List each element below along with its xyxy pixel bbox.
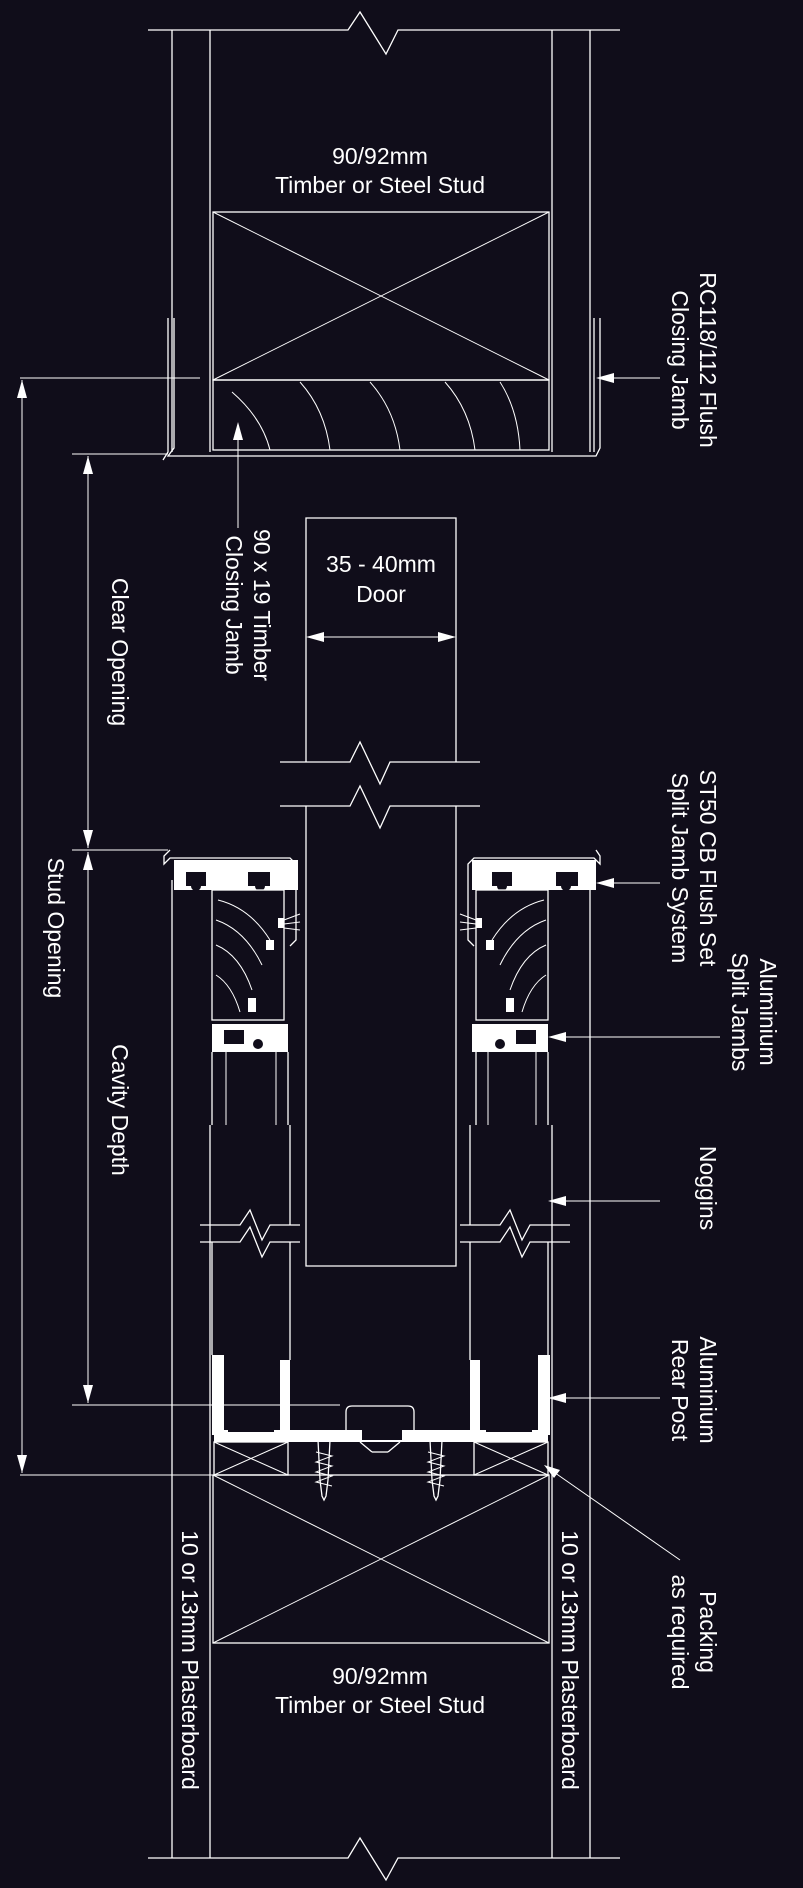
noggin-break-lines xyxy=(200,1208,570,1259)
stud-opening-label: Stud Opening xyxy=(43,858,69,999)
cavity-depth-label: Cavity Depth xyxy=(107,1044,133,1176)
split-jamb-system-label-1: ST50 CB Flush Set xyxy=(695,770,721,967)
right-split-jamb-head xyxy=(459,849,601,1125)
noggins-label: Noggins xyxy=(695,1146,721,1230)
aluminium-split-jambs-label-1: Aluminium xyxy=(755,958,781,1065)
closing-jamb-label-1: RC118/112 Flush xyxy=(695,272,721,448)
timber-closing-jamb xyxy=(212,379,550,451)
bottom-stud-box xyxy=(212,1474,550,1644)
top-wall-lines xyxy=(171,30,591,452)
door-leaf-upper xyxy=(305,517,457,762)
bottom-break-line xyxy=(148,1836,620,1882)
door-leaf-lower xyxy=(305,806,457,1267)
flush-closing-jamb-channel xyxy=(162,318,601,461)
packing-blocks xyxy=(213,1441,549,1476)
aluminium-split-jambs-leader xyxy=(548,1032,720,1042)
screws xyxy=(314,1439,446,1502)
cavity-depth-dimension xyxy=(72,852,340,1406)
top-stud-label-1: 90/92mm xyxy=(332,143,428,169)
door-thickness-label-2: Door xyxy=(356,581,406,607)
bottom-stud-label-1: 90/92mm xyxy=(332,1663,428,1689)
split-jamb-system-label-2: Split Jamb System xyxy=(667,773,693,963)
rear-post-label-2: Rear Post xyxy=(667,1339,693,1442)
timber-jamb-label-1: 90 x 19 Timber xyxy=(249,529,275,681)
closing-jamb-leader xyxy=(596,373,660,383)
clear-opening-label: Clear Opening xyxy=(107,578,133,726)
door-thickness-label-1: 35 - 40mm xyxy=(326,551,436,577)
split-jamb-system-leader xyxy=(596,878,660,888)
plasterboard-left-label: 10 or 13mm Plasterboard xyxy=(177,1530,203,1790)
cavity-wall-lines xyxy=(171,880,591,1858)
packing-leader xyxy=(544,1465,681,1561)
door-break-lines xyxy=(280,740,480,830)
left-split-jamb-head xyxy=(163,849,301,1125)
rear-post-leader xyxy=(548,1393,660,1403)
timber-jamb-label-2: Closing Jamb xyxy=(221,535,247,674)
top-stud-box xyxy=(212,211,550,381)
packing-label-1: Packing xyxy=(695,1591,721,1673)
bottom-stud-label-2: Timber or Steel Stud xyxy=(275,1692,485,1718)
door-thickness-dimension xyxy=(306,632,456,642)
closing-jamb-label-2: Closing Jamb xyxy=(667,290,693,429)
rear-posts xyxy=(211,1242,550,1453)
rear-post-label-1: Aluminium xyxy=(695,1336,721,1443)
noggins-leader xyxy=(548,1196,660,1206)
top-stud-label-2: Timber or Steel Stud xyxy=(275,172,485,198)
top-break-line xyxy=(148,10,620,56)
timber-jamb-leader xyxy=(233,422,243,528)
packing-label-2: as required xyxy=(667,1574,693,1689)
clear-opening-dimension xyxy=(72,453,168,851)
plasterboard-right-label: 10 or 13mm Plasterboard xyxy=(557,1530,583,1790)
aluminium-split-jambs-label-2: Split Jambs xyxy=(727,953,753,1072)
